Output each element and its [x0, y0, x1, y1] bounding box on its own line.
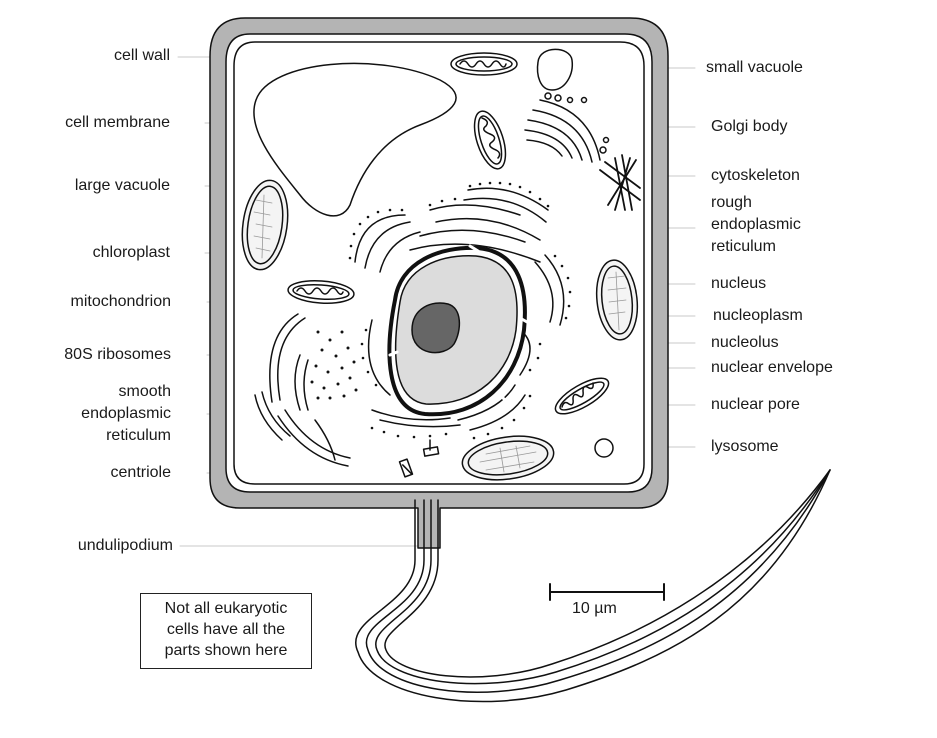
mitochondrion-top — [450, 52, 518, 76]
label-cell-wall: cell wall — [113, 47, 170, 64]
label-mitochondrion: mitochondrion — [70, 293, 172, 310]
golgi-body — [524, 92, 610, 163]
label-cytoskeleton: cytoskeleton — [711, 167, 800, 184]
scale-bar — [549, 583, 665, 601]
note-line-2: cells have all the — [166, 621, 286, 638]
mitochondrion-left — [287, 280, 355, 304]
label-golgi-body: Golgi body — [711, 118, 788, 135]
label-nucleoplasm: nucleoplasm — [713, 307, 803, 324]
chloroplast-bottom — [461, 435, 555, 481]
label-large-vacuole: large vacuole — [74, 177, 170, 194]
label-small-vacuole: small vacuole — [706, 59, 803, 76]
label-chloroplast: chloroplast — [92, 244, 170, 261]
small-vacuole — [536, 48, 573, 91]
undulipodium — [355, 469, 831, 703]
nuclear-pore-icon — [388, 244, 529, 403]
lysosome — [594, 438, 614, 458]
er-ribosome-dots — [348, 181, 572, 440]
label-lysosome: lysosome — [711, 438, 779, 455]
label-rough-er-line1: rough — [711, 194, 752, 211]
nucleus — [387, 244, 529, 417]
scale-bar-label: 10 µm — [572, 600, 617, 617]
note-line-1: Not all eukaryotic — [164, 600, 288, 617]
label-smooth-er-line3: reticulum — [106, 427, 171, 444]
centriole — [398, 439, 440, 478]
rough-er — [354, 187, 565, 431]
note-line-3: parts shown here — [164, 642, 288, 659]
mitochondrion-right — [554, 377, 610, 415]
smooth-er — [254, 313, 351, 467]
label-centriole: centriole — [110, 464, 171, 481]
note-box: Not all eukaryotic cells have all the pa… — [140, 593, 312, 669]
label-smooth-er-line2: endoplasmic — [81, 405, 171, 422]
label-undulipodium: undulipodium — [77, 537, 173, 554]
label-nucleus: nucleus — [711, 275, 767, 292]
label-nuclear-envelope: nuclear envelope — [711, 359, 833, 376]
label-nuclear-pore: nuclear pore — [711, 396, 800, 413]
chloroplast-right — [595, 259, 639, 341]
ribosomes-80s — [310, 330, 358, 400]
label-rough-er-line2: endoplasmic — [711, 216, 801, 233]
chloroplast-left — [241, 179, 289, 271]
cytoskeleton — [599, 154, 641, 211]
label-cell-membrane: cell membrane — [65, 114, 170, 131]
label-nucleolus: nucleolus — [711, 334, 779, 351]
label-80s-ribosomes: 80S ribosomes — [64, 346, 171, 363]
label-rough-er-line3: reticulum — [711, 238, 776, 255]
label-smooth-er-line1: smooth — [118, 383, 171, 400]
large-vacuole — [253, 62, 457, 217]
mitochondrion-upper — [473, 110, 507, 170]
nucleolus — [411, 302, 461, 354]
